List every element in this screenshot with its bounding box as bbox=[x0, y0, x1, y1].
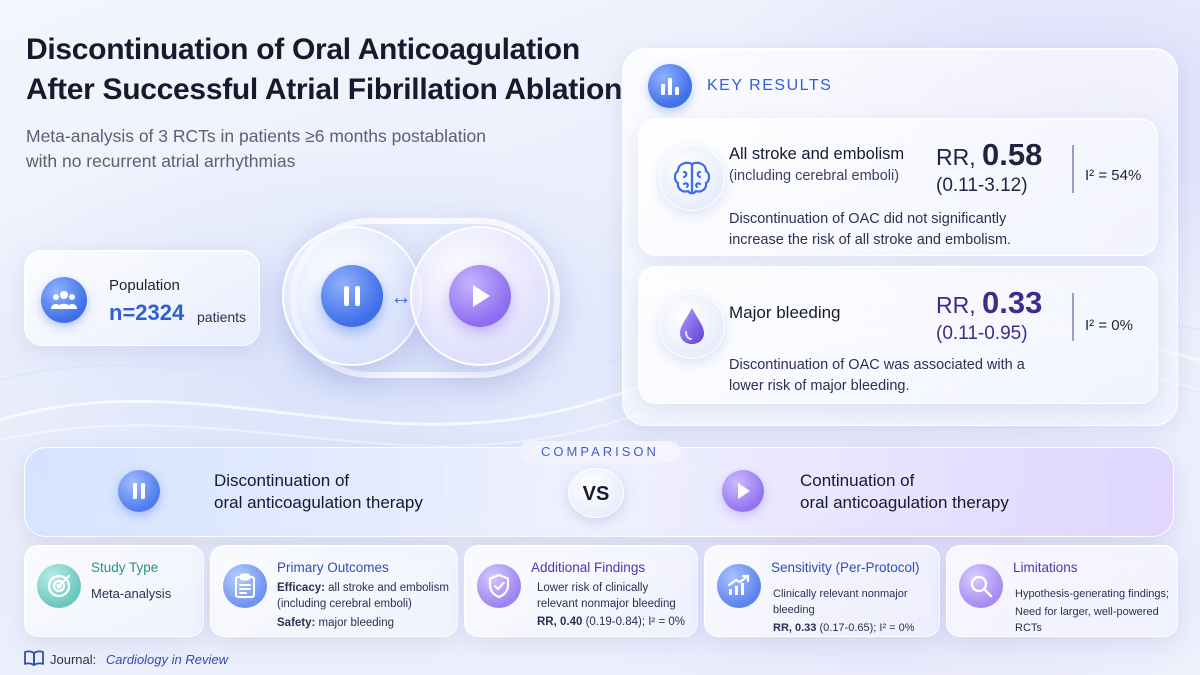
population-value: n=2324 bbox=[109, 300, 185, 325]
card-study-type: Study Type Meta-analysis bbox=[24, 545, 204, 637]
page-title: Discontinuation of Oral Anticoagulation … bbox=[26, 30, 626, 110]
comparison-left-line-2: oral anticoagulation therapy bbox=[214, 493, 423, 512]
title-line-1: Discontinuation of Oral Anticoagulation bbox=[26, 33, 580, 66]
subtitle-line-1: Meta-analysis of 3 RCTs in patients ≥6 m… bbox=[26, 126, 486, 146]
outcome-description: Discontinuation of OAC did not significa… bbox=[729, 211, 1012, 248]
rr-prefix: RR, bbox=[936, 144, 982, 170]
outcome-name: Major bleeding bbox=[729, 303, 841, 322]
result-card-stroke: All stroke and embolism (including cereb… bbox=[638, 118, 1158, 256]
safety-text: major bleeding bbox=[315, 617, 394, 629]
card-body: Hypothesis-generating findings; Need for… bbox=[1015, 586, 1177, 636]
risk-ratio: RR, 0.58 bbox=[936, 137, 1042, 173]
comparison-label: COMPARISON bbox=[520, 441, 680, 463]
population-unit: patients bbox=[197, 309, 247, 325]
heterogeneity: I² = 54% bbox=[1085, 167, 1142, 184]
pause-icon bbox=[118, 470, 160, 512]
confidence-interval: (0.11-3.12) bbox=[936, 175, 1028, 196]
safety-label: Safety: bbox=[277, 617, 316, 629]
card-title: Additional Findings bbox=[531, 560, 646, 575]
safety-line: Safety: major bleeding bbox=[277, 615, 449, 631]
card-body: Meta-analysis bbox=[91, 586, 172, 601]
efficacy-text: all stroke and embolism (including cereb… bbox=[277, 582, 449, 610]
card-sensitivity: Sensitivity (Per-Protocol) Clinically re… bbox=[704, 545, 940, 637]
card-primary-outcomes: Primary Outcomes Efficacy: all stroke an… bbox=[210, 545, 458, 637]
journal-citation: Journal: Cardiology in Review bbox=[24, 650, 228, 669]
comparison-left-text: Discontinuation of oral anticoagulation … bbox=[214, 470, 534, 514]
outcome-name: All stroke and embolism bbox=[729, 145, 905, 163]
card-body: Clinically relevant nonmajor bleeding RR… bbox=[773, 586, 939, 636]
limitation-line-1: Hypothesis-generating findings; bbox=[1015, 588, 1170, 600]
risk-ratio: RR, 0.33 bbox=[936, 285, 1042, 321]
efficacy-label: Efficacy: bbox=[277, 582, 325, 594]
efficacy-line: Efficacy: all stroke and embolism (inclu… bbox=[277, 580, 449, 612]
limitation-line-2: Need for larger, well-powered RCTs bbox=[1015, 606, 1159, 634]
sensitivity-rr-text: (0.17-0.65); I² = 0% bbox=[816, 622, 915, 634]
card-title: Limitations bbox=[1013, 560, 1078, 575]
card-additional-findings: Additional Findings Lower risk of clinic… bbox=[464, 545, 698, 637]
population-card: Population n=2324 patients bbox=[24, 250, 260, 346]
population-label: Population bbox=[109, 277, 180, 294]
finding-rr: RR, 0.40 (0.19-0.84); I² = 0% bbox=[537, 614, 687, 630]
journal-label: Journal: bbox=[50, 652, 100, 667]
brain-icon bbox=[659, 145, 725, 211]
outcome-description: Discontinuation of OAC was associated wi… bbox=[729, 357, 1025, 394]
people-icon bbox=[41, 277, 87, 323]
journal-name: Cardiology in Review bbox=[105, 652, 228, 667]
finding-rr-text: (0.19-0.84); I² = 0% bbox=[582, 616, 685, 628]
comparison-right-text: Continuation of oral anticoagulation the… bbox=[800, 470, 1120, 514]
vs-badge: VS bbox=[568, 468, 624, 518]
card-limitations: Limitations Hypothesis-generating findin… bbox=[946, 545, 1178, 637]
hero-orb-left bbox=[282, 226, 422, 366]
book-icon bbox=[24, 650, 44, 669]
blood-drop-icon bbox=[659, 293, 725, 359]
hero-orb-right bbox=[410, 226, 550, 366]
pause-icon bbox=[321, 265, 383, 327]
card-title: Primary Outcomes bbox=[277, 560, 389, 575]
divider bbox=[1072, 293, 1074, 341]
comparison-right-line-2: oral anticoagulation therapy bbox=[800, 493, 1009, 512]
swap-arrow-icon: ↔ bbox=[390, 284, 412, 309]
subtitle-line-2: with no recurrent atrial arrhythmias bbox=[26, 151, 296, 171]
shield-check-icon bbox=[477, 564, 521, 608]
bar-chart-icon bbox=[648, 64, 692, 108]
clipboard-icon bbox=[223, 564, 267, 608]
comparison-right-line-1: Continuation of bbox=[800, 471, 915, 490]
divider bbox=[1072, 145, 1074, 193]
rr-value: 0.58 bbox=[982, 137, 1043, 172]
play-icon bbox=[449, 265, 511, 327]
magnifier-icon bbox=[959, 564, 1003, 608]
finding-rr-label: RR, 0.40 bbox=[537, 616, 583, 628]
card-title: Sensitivity (Per-Protocol) bbox=[771, 560, 920, 575]
sensitivity-rr: RR, 0.33 (0.17-0.65); I² = 0% bbox=[773, 620, 939, 636]
heterogeneity: I² = 0% bbox=[1085, 317, 1133, 334]
result-card-bleeding: Major bleeding RR, 0.33 (0.11-0.95) I² =… bbox=[638, 266, 1158, 404]
sensitivity-rr-label: RR, 0.33 bbox=[773, 622, 817, 634]
title-line-2: After Successful Atrial Fibrillation Abl… bbox=[26, 73, 623, 106]
play-icon bbox=[722, 470, 764, 512]
card-body: Efficacy: all stroke and embolism (inclu… bbox=[277, 580, 449, 631]
page-subtitle: Meta-analysis of 3 RCTs in patients ≥6 m… bbox=[26, 124, 546, 174]
rr-value: 0.33 bbox=[982, 285, 1043, 320]
key-results-heading: KEY RESULTS bbox=[707, 77, 833, 94]
comparison-left-line-1: Discontinuation of bbox=[214, 471, 350, 490]
finding-text: Lower risk of clinically relevant nonmaj… bbox=[537, 582, 676, 610]
outcome-subtitle: (including cerebral emboli) bbox=[729, 168, 900, 184]
card-body: Lower risk of clinically relevant nonmaj… bbox=[537, 580, 687, 630]
confidence-interval: (0.11-0.95) bbox=[936, 323, 1028, 344]
trend-up-icon bbox=[717, 564, 761, 608]
card-title: Study Type bbox=[91, 560, 159, 575]
target-icon bbox=[37, 564, 81, 608]
rr-prefix: RR, bbox=[936, 292, 982, 318]
sensitivity-text: Clinically relevant nonmajor bleeding bbox=[773, 588, 908, 616]
